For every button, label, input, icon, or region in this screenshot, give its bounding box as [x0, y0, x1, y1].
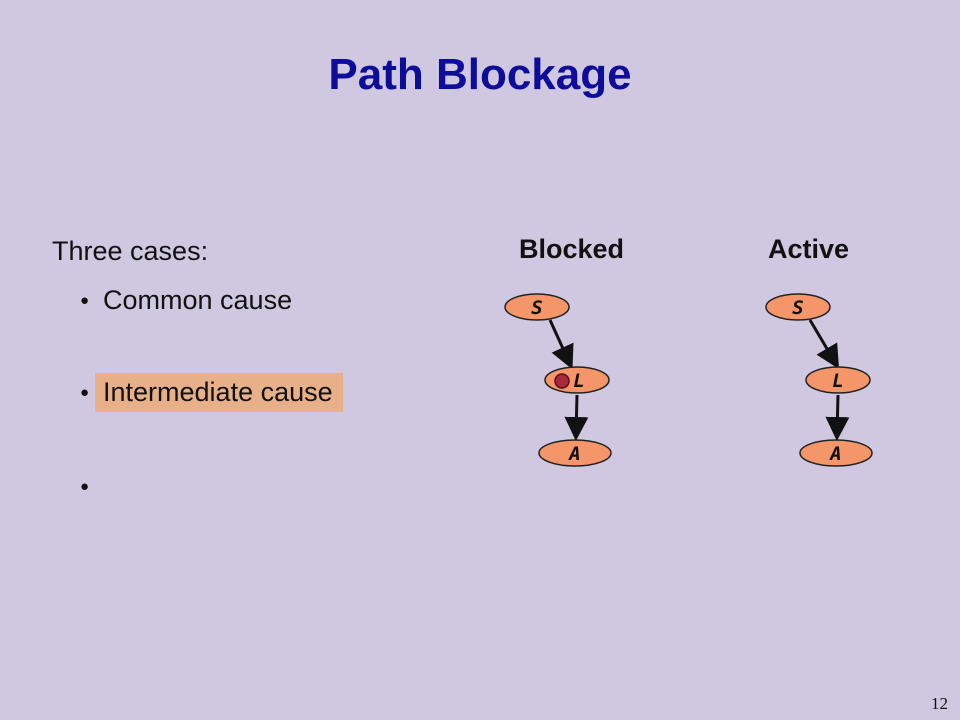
bullet-dot-icon: ●	[80, 291, 90, 309]
active-node-s: S	[765, 293, 831, 321]
node-label: L	[573, 370, 584, 392]
bullet-common-cause: ● Common cause	[80, 278, 302, 322]
active-node-a: A	[799, 439, 873, 467]
bullet-intermediate-cause: ● Intermediate cause	[80, 370, 343, 414]
blocked-node-a: A	[538, 439, 612, 467]
node-label: A	[567, 443, 580, 465]
intro-text: Three cases:	[52, 236, 209, 266]
bullet-text: Common cause	[103, 284, 293, 315]
observed-evidence-marker	[554, 373, 570, 389]
node-label: S	[531, 297, 542, 319]
page-number: 12	[931, 694, 948, 713]
bullet-empty: ●	[80, 464, 113, 508]
node-label: A	[828, 443, 841, 465]
node-label: L	[832, 370, 843, 392]
active-edge-l-a	[825, 394, 850, 441]
bullet-text-highlighted: Intermediate cause	[95, 372, 343, 412]
active-node-l: L	[805, 366, 871, 394]
blocked-edge-s-l	[548, 319, 574, 370]
bullet-dot-icon: ●	[80, 477, 90, 495]
active-heading: Active	[768, 234, 850, 264]
bullet-dot-icon: ●	[80, 383, 90, 401]
slide-title: Path Blockage	[328, 50, 632, 99]
active-edge-s-l	[808, 319, 840, 370]
blocked-heading: Blocked	[519, 234, 625, 264]
node-label: S	[792, 297, 803, 319]
blocked-node-s: S	[504, 293, 570, 321]
blocked-edge-l-a	[564, 394, 589, 441]
